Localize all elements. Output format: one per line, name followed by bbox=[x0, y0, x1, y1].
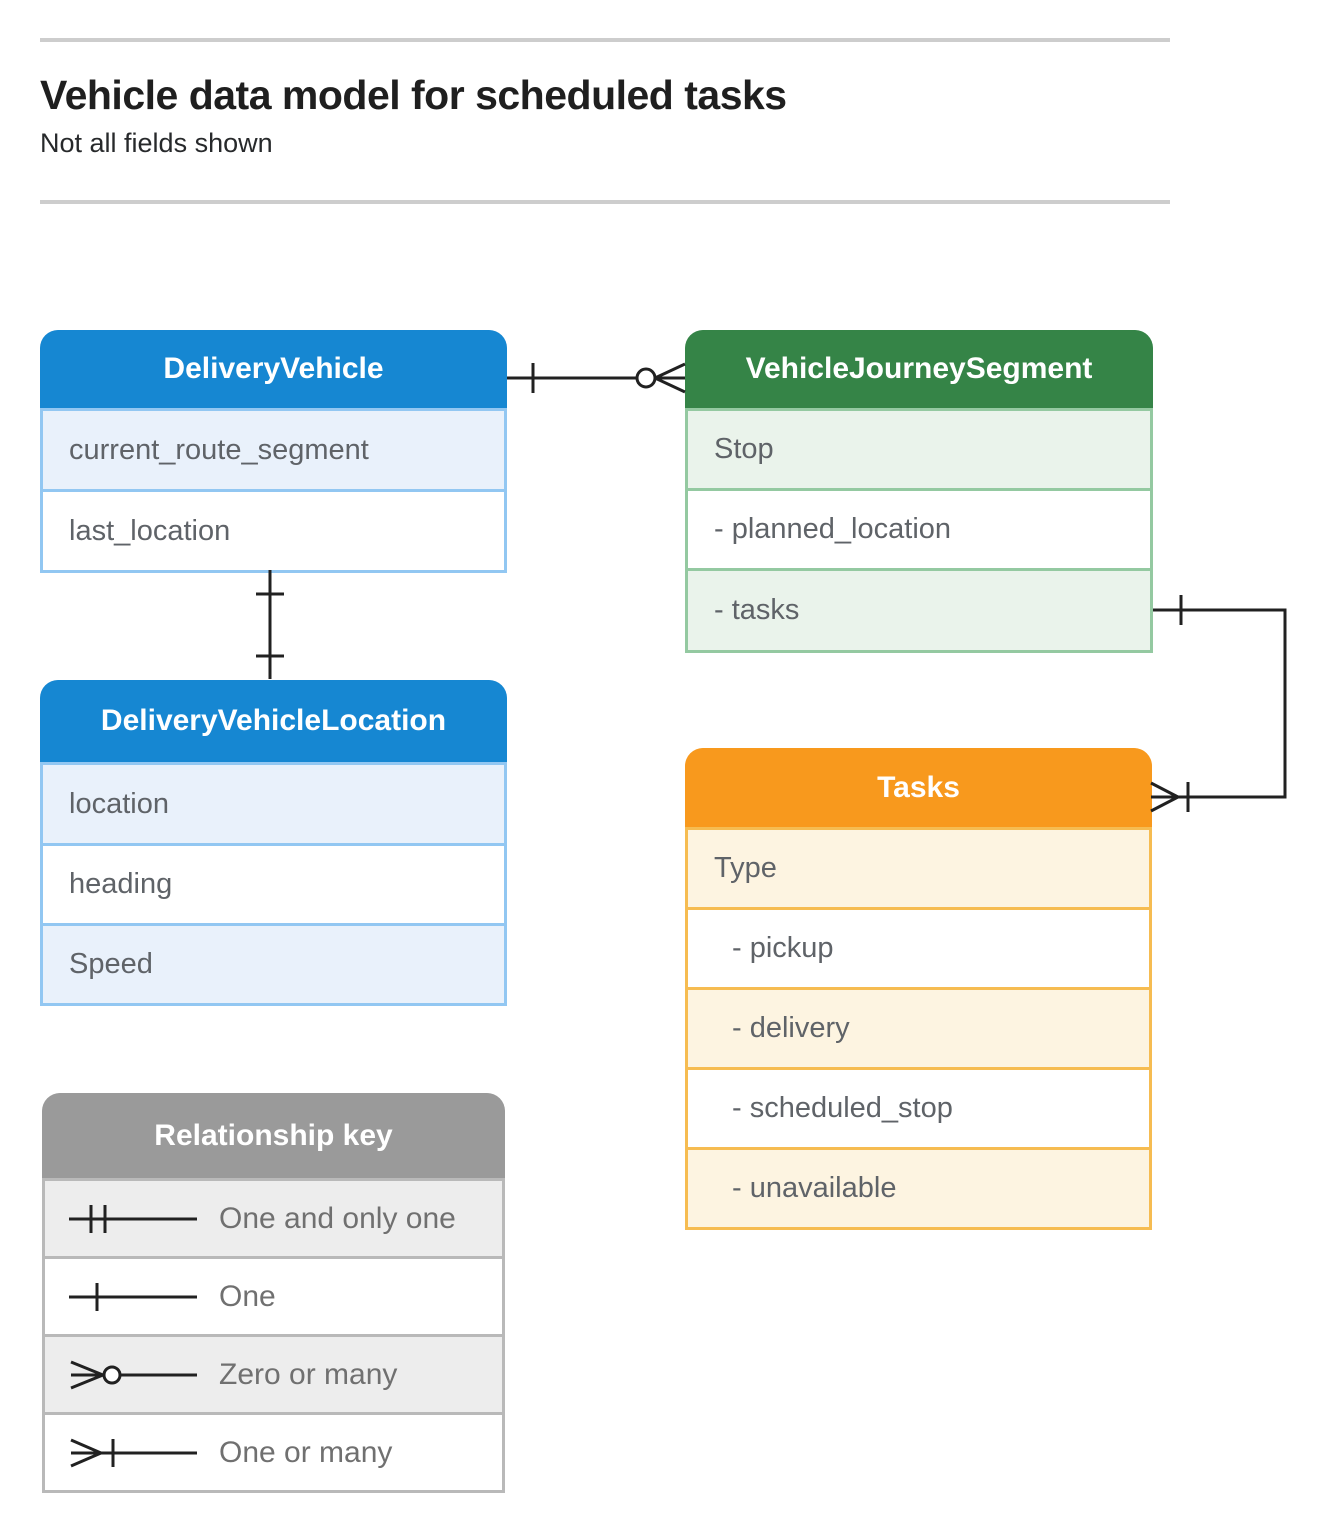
one-or-many-icon bbox=[70, 1438, 197, 1467]
legend-row-zero-or-many: Zero or many bbox=[45, 1334, 502, 1412]
entity-delivery-vehicle-location-title: DeliveryVehicleLocation bbox=[40, 680, 507, 762]
field-planned-location: - planned_location bbox=[688, 488, 1150, 568]
legend-label: Zero or many bbox=[219, 1357, 398, 1391]
entity-delivery-vehicle: DeliveryVehicle current_route_segment la… bbox=[40, 330, 507, 573]
legend-label: One or many bbox=[219, 1435, 393, 1469]
entity-tasks-title: Tasks bbox=[685, 748, 1152, 827]
legend-row-one-or-many: One or many bbox=[45, 1412, 502, 1490]
field-speed: Speed bbox=[43, 923, 504, 1003]
entity-vehicle-journey-segment: VehicleJourneySegment Stop - planned_loc… bbox=[685, 330, 1153, 653]
legend-row-one: One bbox=[45, 1256, 502, 1334]
field-scheduled-stop: - scheduled_stop bbox=[688, 1067, 1149, 1147]
zero-or-many-icon bbox=[70, 1360, 197, 1389]
one-icon bbox=[69, 1282, 197, 1311]
header-divider bbox=[40, 200, 1170, 204]
field-delivery: - delivery bbox=[688, 987, 1149, 1067]
legend-label: One bbox=[219, 1279, 276, 1313]
legend-label: One and only one bbox=[219, 1201, 456, 1235]
entity-vehicle-journey-segment-title: VehicleJourneySegment bbox=[685, 330, 1153, 408]
legend-row-one-and-only-one: One and only one bbox=[45, 1178, 502, 1256]
field-current-route-segment: current_route_segment bbox=[43, 408, 504, 489]
entity-delivery-vehicle-location: DeliveryVehicleLocation location heading… bbox=[40, 680, 507, 1006]
page-title: Vehicle data model for scheduled tasks bbox=[40, 72, 787, 118]
connector-tasks-relationship bbox=[1150, 595, 1287, 813]
entity-tasks: Tasks Type - pickup - delivery - schedul… bbox=[685, 748, 1152, 1230]
relationship-key-title: Relationship key bbox=[42, 1093, 505, 1178]
field-location: location bbox=[43, 762, 504, 843]
connector-deliveryvehicle-vehiclejourneysegment bbox=[507, 362, 686, 394]
top-divider bbox=[40, 38, 1170, 42]
one-and-only-one-icon bbox=[69, 1204, 197, 1233]
field-tasks: - tasks bbox=[688, 568, 1150, 650]
field-type: Type bbox=[688, 827, 1149, 907]
field-last-location: last_location bbox=[43, 489, 504, 570]
page-subtitle: Not all fields shown bbox=[40, 128, 273, 158]
entity-delivery-vehicle-title: DeliveryVehicle bbox=[40, 330, 507, 408]
field-unavailable: - unavailable bbox=[688, 1147, 1149, 1227]
field-pickup: - pickup bbox=[688, 907, 1149, 987]
relationship-key: Relationship key One and only one One bbox=[42, 1093, 505, 1493]
field-stop: Stop bbox=[688, 408, 1150, 488]
field-heading: heading bbox=[43, 843, 504, 923]
connector-deliveryvehicle-deliveryvehiclelocation bbox=[256, 570, 284, 679]
